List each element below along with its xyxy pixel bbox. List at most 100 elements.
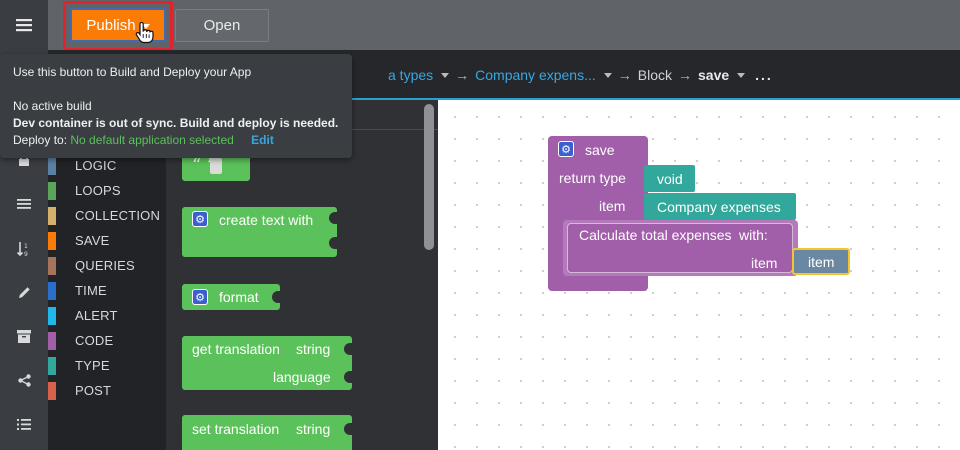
- string-input-label: string: [296, 341, 331, 357]
- chevron-down-icon[interactable]: [603, 72, 612, 78]
- block-flyout: “ ” ⚙ create text with ⚙ format get tran…: [166, 100, 438, 450]
- text-input-slot[interactable]: [210, 158, 222, 174]
- gear-icon[interactable]: ⚙: [558, 141, 574, 157]
- calculate-expenses-call-block[interactable]: Calculate total expenses with: item: [563, 220, 798, 276]
- call-block-label: Calculate total expenses: [579, 227, 732, 243]
- category-swatch: [48, 281, 56, 300]
- chevron-down-icon[interactable]: [441, 72, 450, 78]
- string-input-label: string: [296, 421, 331, 437]
- category-label: LOOPS: [75, 183, 121, 198]
- category-label: LOGIC: [75, 158, 117, 173]
- return-type-label: return type: [559, 170, 626, 186]
- hamburger-menu-icon: [16, 19, 32, 32]
- category-swatch: [48, 206, 56, 225]
- category-queries[interactable]: QUERIES: [48, 253, 166, 278]
- variable-name: item: [808, 254, 835, 270]
- pencil-icon[interactable]: [0, 279, 48, 305]
- sync-warning: Dev container is out of sync. Build and …: [13, 116, 339, 130]
- category-swatch: [48, 381, 56, 400]
- with-label: with:: [739, 227, 768, 243]
- block-label: set translation: [192, 421, 280, 437]
- hand-pointer-icon: [135, 22, 154, 44]
- type-value: Company expenses: [657, 199, 781, 215]
- category-label: SAVE: [75, 233, 110, 248]
- breadcrumb-more[interactable]: ...: [755, 67, 773, 83]
- get-translation-block[interactable]: get translation string language: [182, 336, 352, 390]
- build-status: No active build: [13, 99, 92, 113]
- chevron-down-icon: [141, 23, 150, 29]
- category-label: CODE: [75, 333, 114, 348]
- svg-text:1: 1: [24, 243, 28, 250]
- category-logic[interactable]: LOGIC: [48, 153, 166, 178]
- category-time[interactable]: TIME: [48, 278, 166, 303]
- gear-icon[interactable]: ⚙: [192, 211, 208, 227]
- company-expenses-type-block[interactable]: Company expenses: [644, 193, 796, 220]
- category-collection[interactable]: COLLECTION: [48, 203, 166, 228]
- arrow-right-icon: →: [455, 67, 470, 83]
- publish-tooltip: Use this button to Build and Deploy your…: [0, 54, 352, 158]
- category-swatch: [48, 181, 56, 200]
- input-notch: [329, 237, 337, 249]
- procedure-name: save: [585, 142, 615, 158]
- breadcrumb: a types → Company expens... → Block → sa…: [388, 50, 773, 100]
- format-block[interactable]: ⚙ format: [182, 284, 280, 310]
- breadcrumb-item-types[interactable]: a types: [388, 67, 434, 83]
- category-code[interactable]: CODE: [48, 328, 166, 353]
- chevron-down-icon[interactable]: [737, 72, 746, 78]
- tooltip-spacer: [13, 81, 339, 98]
- category-alert[interactable]: ALERT: [48, 303, 166, 328]
- create-text-with-block[interactable]: ⚙ create text with: [182, 207, 337, 257]
- block-label: get translation: [192, 341, 280, 357]
- deploy-target-value: No default application selected: [70, 133, 234, 147]
- input-notch: [272, 291, 280, 303]
- category-label: TYPE: [75, 358, 110, 373]
- input-notch: [329, 212, 337, 224]
- category-swatch: [48, 356, 56, 375]
- publish-highlight-frame: [63, 1, 173, 51]
- svg-text:9: 9: [24, 251, 28, 257]
- gear-icon[interactable]: ⚙: [192, 289, 208, 305]
- checklist-icon[interactable]: [0, 411, 48, 437]
- publish-label: Publish: [86, 16, 136, 34]
- input-notch: [344, 371, 352, 383]
- flyout-scrollbar[interactable]: [424, 104, 434, 250]
- category-label: ALERT: [75, 308, 118, 323]
- category-loops[interactable]: LOOPS: [48, 178, 166, 203]
- breadcrumb-item-save: save: [698, 67, 730, 83]
- share-icon[interactable]: [0, 367, 48, 393]
- arrow-right-icon: →: [678, 67, 692, 83]
- breadcrumb-item-company-expenses[interactable]: Company expens...: [475, 67, 596, 83]
- category-swatch: [48, 331, 56, 350]
- menu-button[interactable]: [0, 0, 48, 50]
- category-swatch: [48, 156, 56, 175]
- archive-icon[interactable]: [0, 323, 48, 349]
- param-label: item: [751, 255, 778, 271]
- category-label: COLLECTION: [75, 208, 161, 223]
- category-label: POST: [75, 383, 112, 398]
- arrow-right-icon: →: [617, 67, 632, 83]
- block-category-list: LOGIC LOOPS COLLECTION SAVE QUERIES TIME…: [48, 100, 166, 450]
- category-label: TIME: [75, 283, 107, 298]
- block-label: format: [219, 289, 259, 305]
- category-type[interactable]: TYPE: [48, 353, 166, 378]
- item-param-label: item: [599, 198, 626, 214]
- list-icon[interactable]: [0, 191, 48, 217]
- edit-link[interactable]: Edit: [251, 133, 274, 147]
- breadcrumb-item-block: Block: [637, 67, 672, 83]
- category-label: QUERIES: [75, 258, 135, 273]
- tooltip-description: Use this button to Build and Deploy your…: [13, 65, 252, 79]
- open-button[interactable]: Open: [175, 9, 269, 42]
- category-post[interactable]: POST: [48, 378, 166, 403]
- input-notch: [344, 423, 352, 435]
- category-save[interactable]: SAVE: [48, 228, 166, 253]
- blocks-workspace[interactable]: ⚙ save return type item void Company exp…: [438, 100, 960, 450]
- call-block-body: [567, 223, 793, 273]
- input-notch: [344, 343, 352, 355]
- void-type-block[interactable]: void: [644, 165, 695, 192]
- set-translation-block[interactable]: set translation string: [182, 415, 352, 450]
- type-value: void: [657, 171, 683, 187]
- category-swatch: [48, 231, 56, 250]
- category-swatch: [48, 306, 56, 325]
- item-variable-block[interactable]: item: [792, 248, 850, 275]
